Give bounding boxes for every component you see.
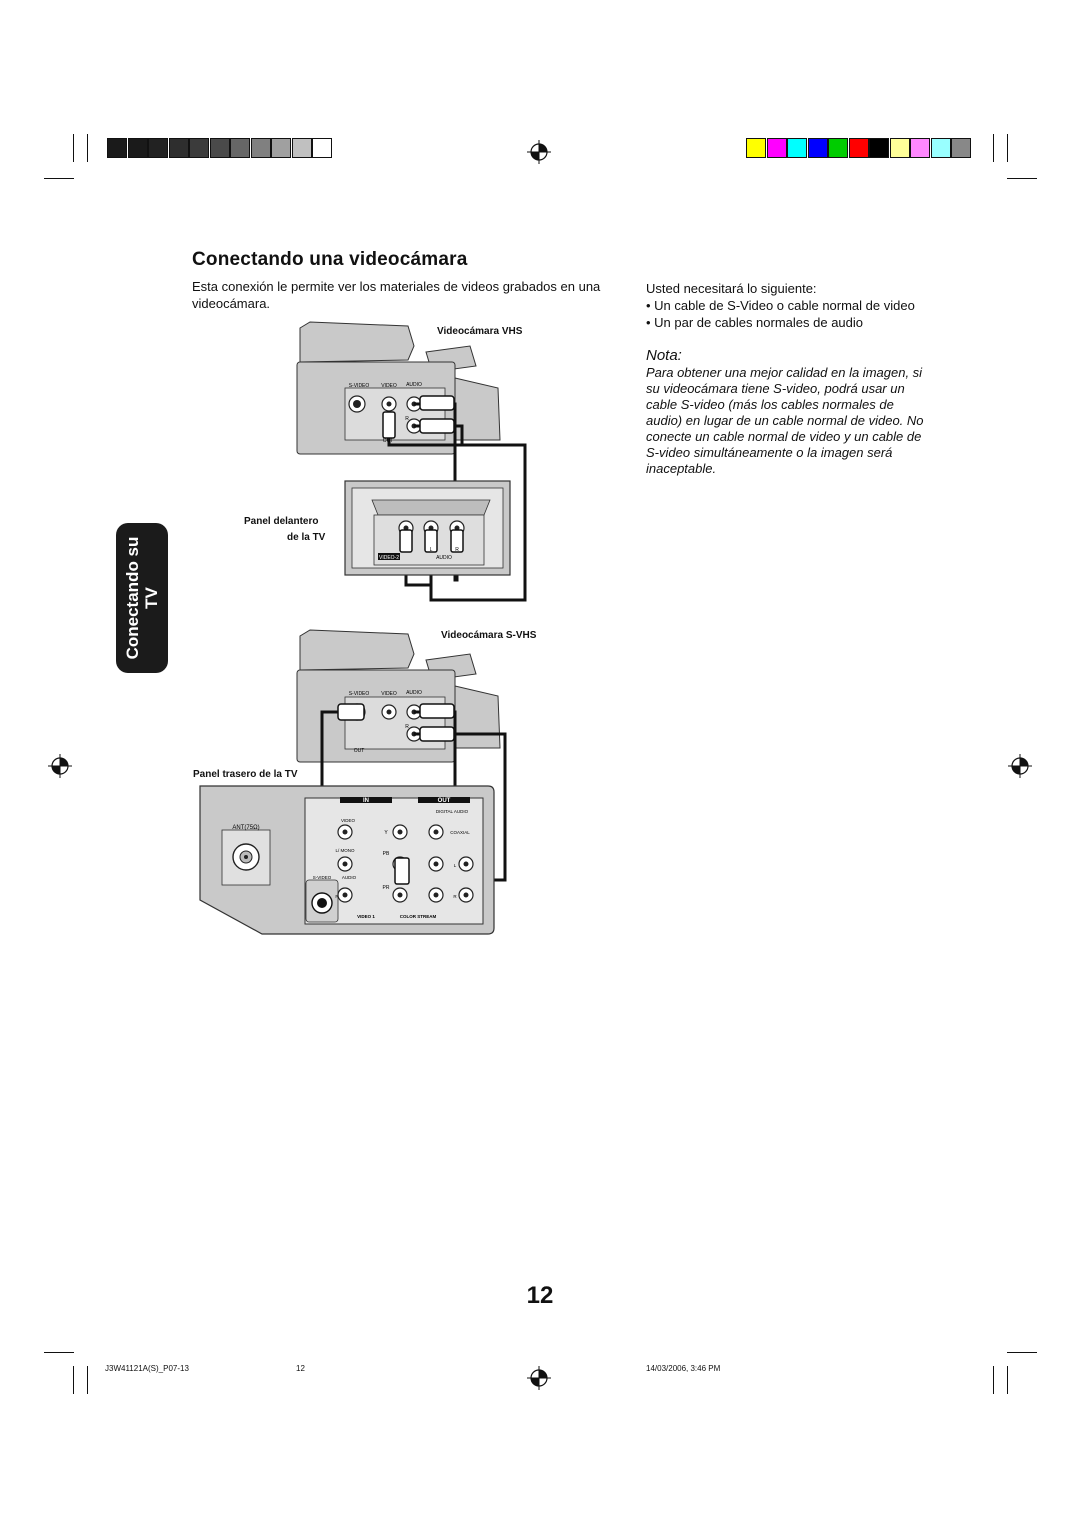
crop-mark bbox=[73, 1366, 74, 1394]
gray-swatch bbox=[312, 138, 332, 158]
vhs-camcorder-illustration bbox=[296, 321, 501, 455]
rear-out-label: OUT bbox=[438, 798, 451, 804]
footer-date: 14/03/2006, 3:46 PM bbox=[646, 1364, 721, 1373]
cam-audio-label: AUDIO bbox=[406, 382, 422, 388]
crop-mark bbox=[1007, 1366, 1008, 1394]
cam2-out-label: OUT bbox=[354, 748, 365, 754]
side-tab-line-2: TV bbox=[142, 587, 161, 609]
color-swatch bbox=[807, 138, 828, 158]
page-title: Conectando una videocámara bbox=[192, 249, 468, 270]
tv-rear-panel-illustration: IN OUT ANT(75Ω) VIDEO Y DIGITAL AUDIO CO… bbox=[199, 785, 495, 935]
section-side-tab: Conectando su TV bbox=[116, 523, 168, 673]
cam2-audio-label: AUDIO bbox=[406, 690, 422, 696]
registration-target-icon bbox=[527, 140, 551, 164]
note-body: Para obtener una mejor calidad en la ima… bbox=[646, 365, 924, 476]
color-swatch bbox=[746, 138, 766, 158]
cam-video-label: VIDEO bbox=[381, 383, 397, 389]
intro-paragraph: Esta conexión le permite ver los materia… bbox=[192, 279, 601, 311]
crop-mark bbox=[1007, 134, 1008, 162]
cam-out-label: OUT bbox=[383, 438, 394, 444]
svhs-camcorder-label: Videocámara S-VHS bbox=[441, 630, 537, 641]
front-panel-label: Panel delantero bbox=[244, 516, 319, 527]
gray-swatch bbox=[230, 138, 250, 158]
rear-l-mono-label: L/ MONO bbox=[335, 848, 355, 853]
requirement-item: • Un par de cables normales de audio bbox=[646, 315, 864, 330]
tv-front-panel-illustration: VIDEO-2 L R AUDIO bbox=[344, 480, 511, 576]
footer-page: 12 bbox=[296, 1364, 305, 1373]
cam2-video-label: VIDEO bbox=[381, 691, 397, 697]
crop-mark bbox=[1007, 178, 1037, 179]
crop-mark bbox=[73, 134, 74, 162]
rear-y-label: Y bbox=[384, 830, 388, 836]
gray-swatch bbox=[271, 138, 291, 158]
rear-panel-label: Panel trasero de la TV bbox=[193, 769, 298, 780]
gray-swatch bbox=[189, 138, 209, 158]
rear-audio-label: AUDIO bbox=[342, 875, 357, 880]
connection-diagram: VIDEO-2 L R AUDIO S-VIDEO VIDEO AUDIO R … bbox=[199, 321, 527, 935]
color-swatch bbox=[889, 138, 910, 158]
gray-swatch bbox=[127, 138, 148, 158]
rear-video-label: VIDEO bbox=[341, 818, 356, 823]
footer-file-name: J3W41121A(S)_P07-13 bbox=[105, 1364, 189, 1373]
crop-mark bbox=[87, 1366, 88, 1394]
gray-swatch bbox=[250, 138, 271, 158]
cam2-svideo-label: S-VIDEO bbox=[349, 691, 370, 697]
page-number: 12 bbox=[526, 1282, 554, 1309]
rear-in-label: IN bbox=[363, 798, 369, 804]
registration-target-icon bbox=[48, 754, 72, 778]
rear-digital-audio-label: DIGITAL AUDIO bbox=[436, 809, 469, 814]
side-tab-line-1: Conectando su bbox=[123, 536, 142, 660]
requirements-intro: Usted necesitará lo siguiente: bbox=[646, 281, 817, 296]
color-swatch bbox=[869, 138, 889, 158]
requirement-item: • Un cable de S-Video o cable normal de … bbox=[646, 298, 915, 313]
crop-mark bbox=[993, 134, 994, 162]
color-swatch bbox=[951, 138, 971, 158]
color-swatch bbox=[930, 138, 951, 158]
color-swatch bbox=[828, 138, 848, 158]
rear-out-r-label: R bbox=[453, 894, 457, 899]
gray-swatch bbox=[291, 138, 312, 158]
rear-video1-label: VIDEO 1 bbox=[357, 914, 375, 919]
color-swatch bbox=[910, 138, 930, 158]
crop-mark bbox=[1007, 1352, 1037, 1353]
front-audio-label: AUDIO bbox=[436, 555, 452, 561]
rear-pr-label: PR bbox=[383, 885, 390, 891]
cam-svideo-label: S-VIDEO bbox=[349, 383, 370, 389]
rear-color-stream-label: COLOR STREAM bbox=[400, 914, 437, 919]
rear-svideo-label: S-VIDEO bbox=[313, 875, 332, 880]
rear-r-label: R bbox=[335, 894, 339, 899]
note-heading: Nota: bbox=[646, 347, 682, 364]
gray-swatch bbox=[209, 138, 230, 158]
crop-mark bbox=[44, 178, 74, 179]
rear-coaxial-label: COAXIAL bbox=[450, 830, 470, 835]
gray-swatch bbox=[148, 138, 168, 158]
rear-ant-label: ANT(75Ω) bbox=[232, 825, 259, 831]
front-l-label: L bbox=[430, 547, 433, 553]
front-video2-label: VIDEO-2 bbox=[379, 555, 399, 561]
svhs-camcorder-illustration: S-VIDEO VIDEO AUDIO R OUT bbox=[296, 629, 501, 763]
rear-pb-label: PB bbox=[383, 851, 390, 857]
crop-mark bbox=[993, 1366, 994, 1394]
color-swatch bbox=[787, 138, 807, 158]
gray-swatch bbox=[107, 138, 127, 158]
cam-r-label: R bbox=[405, 416, 409, 422]
crop-mark bbox=[44, 1352, 74, 1353]
color-swatch bbox=[766, 138, 787, 158]
front-r-label: R bbox=[455, 547, 459, 553]
registration-target-icon bbox=[1008, 754, 1032, 778]
gray-swatch bbox=[168, 138, 189, 158]
color-swatch bbox=[848, 138, 869, 158]
rear-out-l-label: L bbox=[454, 863, 457, 868]
side-tab-label: Conectando su TV bbox=[123, 537, 161, 660]
vhs-camcorder-label: Videocámara VHS bbox=[437, 326, 523, 337]
registration-target-icon bbox=[527, 1366, 551, 1390]
crop-mark bbox=[87, 134, 88, 162]
front-panel-label-2: de la TV bbox=[287, 532, 326, 543]
cam2-r-label: R bbox=[405, 724, 409, 730]
